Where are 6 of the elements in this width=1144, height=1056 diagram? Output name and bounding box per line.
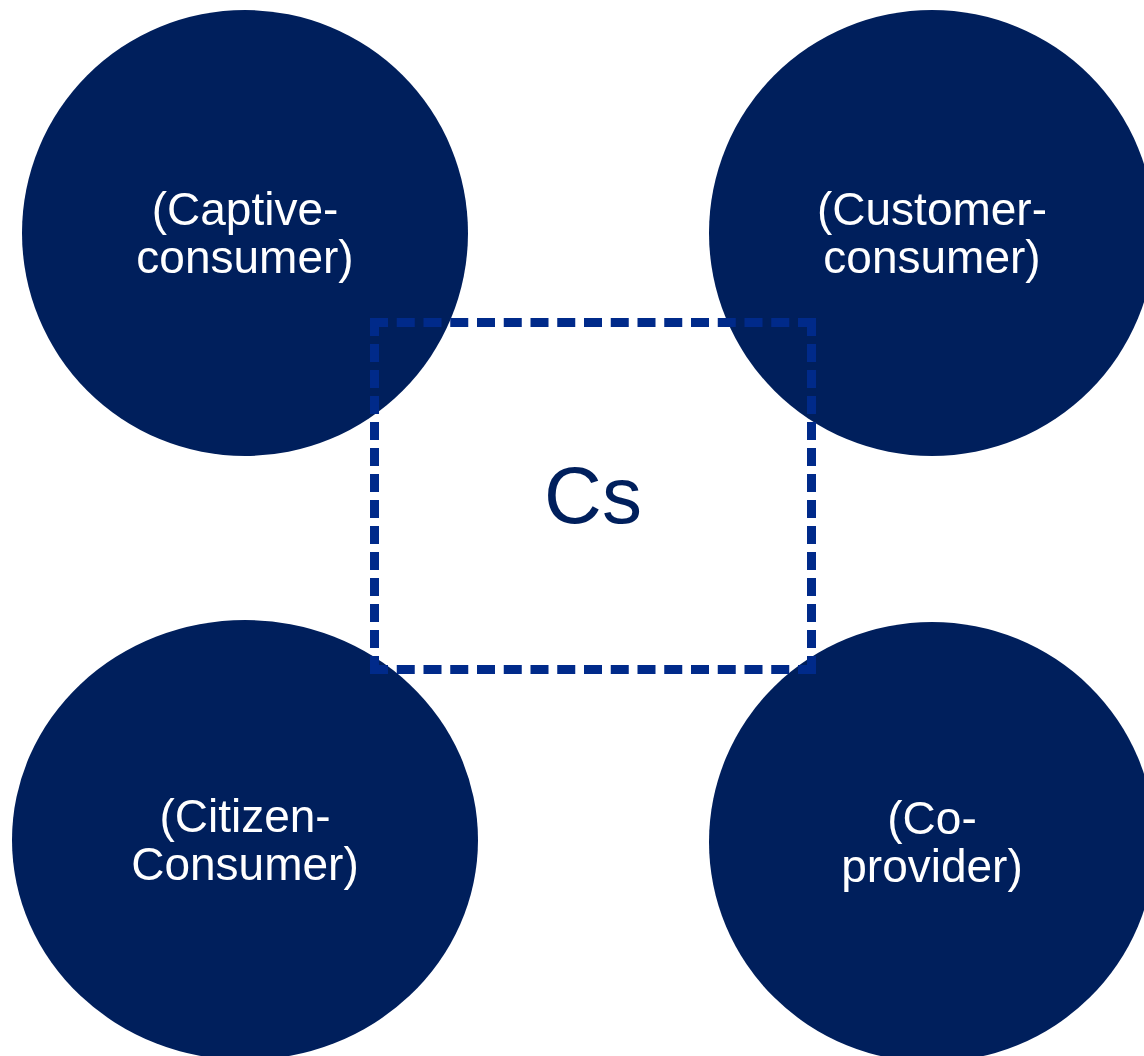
circle-label: (Co- provider) <box>840 793 1024 891</box>
center-label: Cs <box>544 450 642 542</box>
dashed-box <box>370 318 816 674</box>
circle-label: (Citizen- Consumer) <box>130 791 360 889</box>
circle-label: (Customer- consumer) <box>816 184 1048 282</box>
circle-label: (Captive- consumer) <box>135 184 355 282</box>
